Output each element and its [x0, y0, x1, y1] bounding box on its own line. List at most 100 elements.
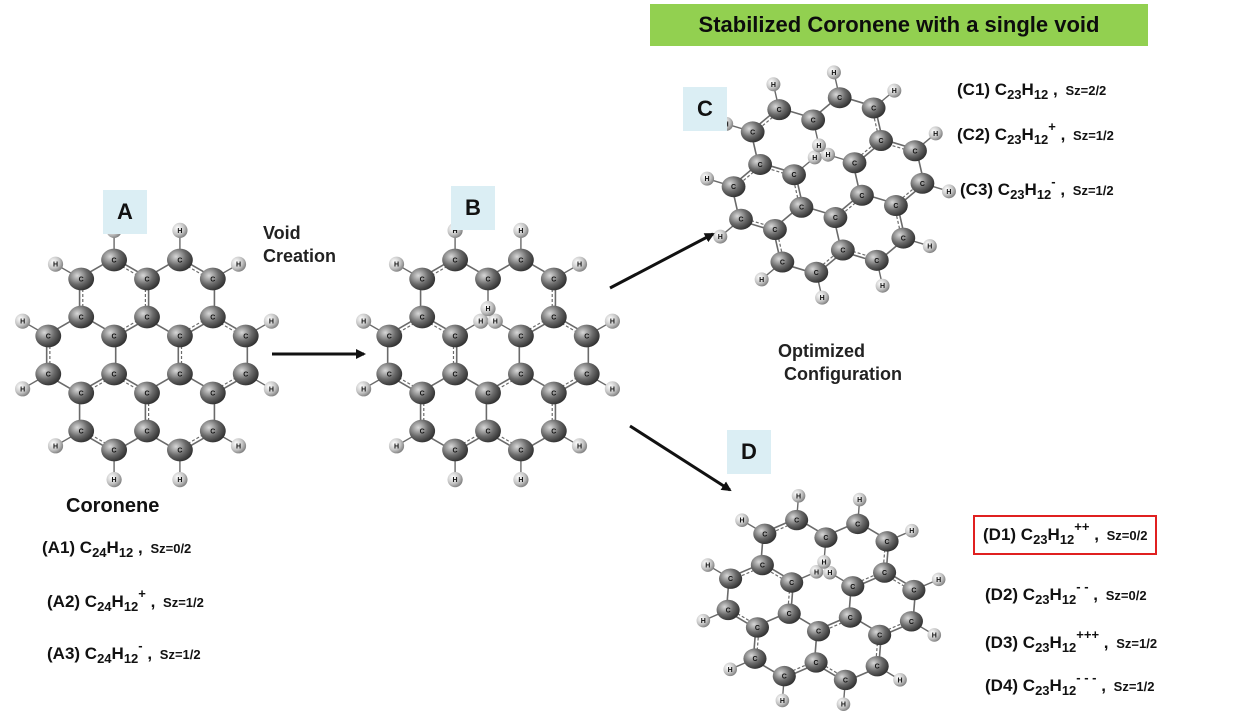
hydrogen-atom — [723, 662, 737, 677]
carbon-atom — [801, 109, 826, 131]
carbon-atom — [865, 655, 889, 677]
carbon-atom — [780, 572, 804, 593]
carbon-label: C — [762, 531, 767, 538]
carbon-atom — [166, 248, 193, 272]
hydrogen-label: H — [610, 319, 615, 326]
carbon-atom — [869, 130, 893, 152]
hydrogen-label: H — [826, 152, 831, 159]
carbon-label: C — [210, 429, 215, 436]
carbon-label: C — [814, 270, 819, 277]
hydrogen-atom — [875, 278, 890, 293]
hydrogen-label: H — [453, 477, 458, 484]
hydrogen-atom — [823, 565, 837, 580]
carbon-atom — [838, 607, 862, 628]
carbon-label: C — [387, 334, 392, 341]
carbon-atom — [850, 184, 874, 206]
hydrogen-atom — [356, 381, 372, 397]
formula-c2: (C2) C23H12+ , Sz=1/2 — [957, 119, 1114, 147]
carbon-atom — [910, 172, 935, 194]
hydrogen-label: H — [453, 228, 458, 235]
carbon-atom — [35, 362, 62, 386]
carbon-label: C — [518, 372, 523, 379]
carbon-atom — [891, 227, 916, 249]
hydrogen-label: H — [705, 176, 710, 183]
carbon-label: C — [875, 664, 880, 671]
carbon-atom — [507, 438, 534, 462]
hydrogen-label: H — [831, 70, 836, 77]
hydrogen-label: H — [485, 306, 490, 313]
carbon-atom — [804, 261, 829, 283]
carbon-label: C — [792, 172, 797, 179]
carbon-label: C — [144, 391, 149, 398]
carbon-atom — [68, 419, 95, 443]
carbon-label: C — [731, 184, 736, 191]
hydrogen-atom — [713, 229, 728, 244]
carbon-atom — [750, 554, 774, 576]
hydrogen-label: H — [759, 277, 764, 284]
carbon-label: C — [144, 277, 149, 284]
carbon-label: C — [46, 334, 51, 341]
carbon-label: C — [79, 277, 84, 284]
hydrogen-atom — [263, 381, 279, 397]
hydrogen-label: H — [841, 702, 846, 709]
hydrogen-atom — [928, 126, 943, 141]
carbon-label: C — [420, 315, 425, 322]
carbon-label: C — [920, 181, 925, 188]
carbon-atom — [841, 576, 865, 597]
hydrogen-label: H — [577, 443, 582, 450]
carbon-label: C — [814, 660, 819, 667]
carbon-atom — [743, 648, 767, 669]
hydrogen-atom — [172, 472, 188, 488]
carbon-atom — [199, 419, 226, 443]
hydrogen-label: H — [269, 319, 274, 326]
coronene-molecule: HHHHHHHHHHHHCCCCCCCCCCCCCCCCCCCCCCCC — [15, 222, 279, 488]
hydrogen-atom — [905, 523, 919, 538]
hydrogen-atom — [815, 290, 830, 305]
formula-d2: (D2) C23H12- - , Sz=0/2 — [985, 579, 1147, 607]
hydrogen-label: H — [518, 477, 523, 484]
hydrogen-label: H — [20, 319, 25, 326]
hydrogen-atom — [230, 438, 247, 454]
carbon-label: C — [485, 429, 490, 436]
carbon-atom — [573, 362, 600, 386]
carbon-label: C — [833, 215, 838, 222]
hydrogen-label: H — [739, 518, 744, 525]
hydrogen-atom — [604, 381, 620, 397]
carbon-atom — [199, 267, 226, 291]
hydrogen-atom — [826, 65, 841, 80]
hydrogen-atom — [571, 438, 588, 454]
carbon-label: C — [882, 570, 887, 577]
carbon-atom — [745, 617, 769, 638]
carbon-atom — [475, 381, 501, 405]
carbon-atom — [729, 208, 753, 230]
hydrogen-atom — [480, 301, 496, 317]
carbon-atom — [763, 218, 787, 240]
optimized-configuration-label: Optimized Configuration — [778, 340, 902, 386]
carbon-atom — [716, 599, 740, 621]
carbon-label: C — [453, 448, 458, 455]
carbon-label: C — [177, 448, 182, 455]
tag-b: B — [451, 186, 495, 230]
carbon-atom — [101, 248, 128, 272]
hydrogen-atom — [388, 438, 405, 454]
hydrogen-label: H — [927, 244, 932, 251]
carbon-label: C — [420, 277, 425, 284]
carbon-atom — [68, 381, 95, 405]
hydrogen-label: H — [812, 155, 817, 162]
carbon-atom — [868, 624, 892, 646]
hydrogen-atom — [735, 513, 749, 527]
hydrogen-atom — [696, 613, 711, 628]
tag-c: C — [683, 87, 727, 131]
hydrogen-atom — [47, 438, 64, 454]
carbon-atom — [842, 152, 867, 174]
carbon-label: C — [420, 429, 425, 436]
carbon-label: C — [855, 521, 860, 528]
carbon-atom — [748, 153, 772, 175]
carbon-label: C — [584, 372, 589, 379]
carbon-atom — [35, 324, 62, 348]
hydrogen-label: H — [177, 228, 182, 235]
formula-d1-highlighted: (D1) C23H12++ , Sz=0/2 — [972, 515, 1158, 555]
